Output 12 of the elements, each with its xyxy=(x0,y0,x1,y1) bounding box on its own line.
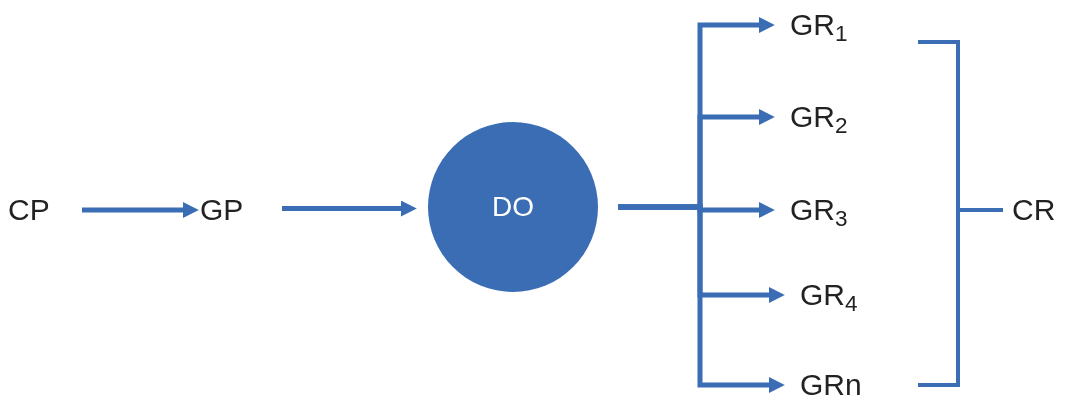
arrow xyxy=(282,200,417,217)
node-label: DO xyxy=(492,190,534,224)
arrow xyxy=(82,202,199,218)
node-label: GRn xyxy=(800,370,862,400)
node-label: CP xyxy=(8,195,50,225)
node-label: GR$_{3}$ xyxy=(790,195,848,225)
node-label: CR xyxy=(1012,195,1056,225)
node-label: GR$_{1}$ xyxy=(790,10,848,40)
node-label: GR$_{2}$ xyxy=(790,102,848,132)
node-label: GR$_{4}$ xyxy=(800,280,858,310)
node-label: GP xyxy=(200,195,244,225)
arrow xyxy=(618,204,785,393)
